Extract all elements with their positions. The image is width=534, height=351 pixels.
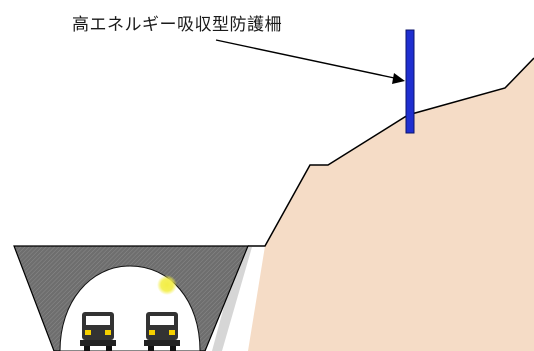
- truck-icon: [80, 312, 116, 351]
- portal-wall: [212, 247, 252, 351]
- leader-arrowhead: [392, 73, 405, 84]
- truck-icon: [144, 312, 180, 351]
- protective-barrier: [405, 29, 415, 134]
- barrier-label: 高エネルギー吸収型防護柵: [72, 15, 282, 35]
- leader-line: [215, 39, 400, 80]
- slope-outline: [248, 57, 534, 247]
- slope-body: [248, 58, 534, 351]
- rockfall-glow: [157, 275, 177, 295]
